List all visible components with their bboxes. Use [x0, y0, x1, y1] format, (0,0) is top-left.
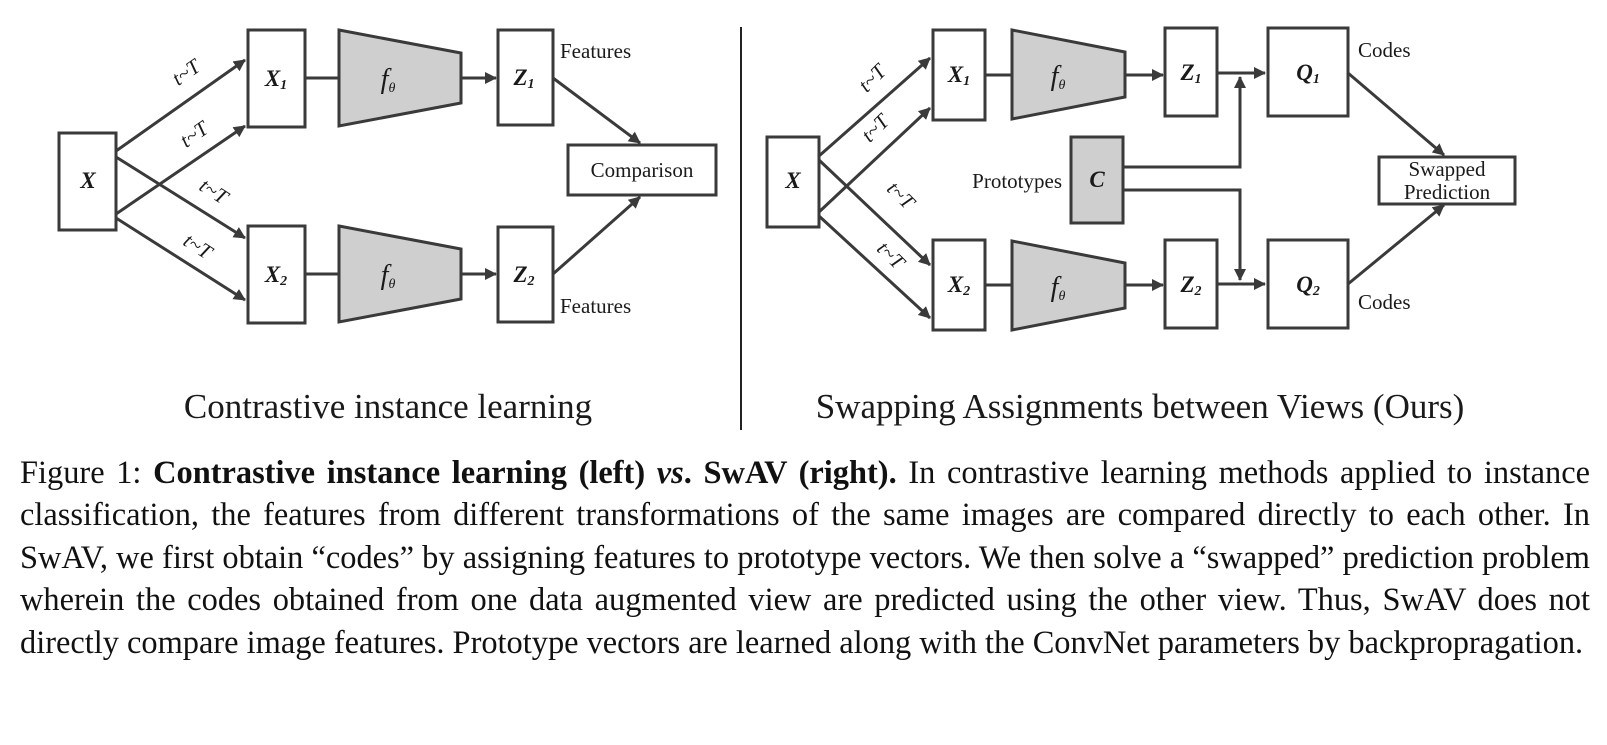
- swapped-prediction-label-line-1: Swapped: [1409, 157, 1486, 181]
- prototypes-label: Prototypes: [972, 169, 1062, 193]
- swapped-prediction-node: Swapped Prediction: [1377, 155, 1517, 206]
- svg-text:Z2: Z2: [1179, 272, 1201, 299]
- caption-bold-title-2: . SwAV (right).: [683, 455, 897, 491]
- left-arrow-x-to-x1-a: [115, 58, 246, 153]
- right-transform-label-1: t~T: [853, 58, 891, 96]
- right-arrow-q1-swapped: [1347, 71, 1445, 157]
- left-features-label-top: Features: [560, 39, 631, 63]
- comparison-label: Comparison: [591, 158, 694, 182]
- caption-bold-title-1: Contrastive instance learning (left): [153, 455, 657, 491]
- caption-prefix: Figure 1:: [20, 455, 154, 491]
- svg-text:X2: X2: [264, 262, 287, 289]
- left-panel-title: Contrastive instance learning: [184, 387, 592, 426]
- left-arrow-x-to-x2-b: [115, 216, 246, 302]
- figure-diagram: X t~T t~T t~T t~T X1 X2 fθ fθ: [57, 26, 1517, 430]
- comparison-node: Comparison: [566, 143, 718, 197]
- right-transform-label-3: t~T: [882, 176, 920, 214]
- svg-text:Z1: Z1: [512, 65, 534, 92]
- right-feature-2-node: Z2: [1163, 238, 1219, 330]
- svg-text:Z1: Z1: [1179, 60, 1201, 87]
- left-arrow-x-to-x1-b: [115, 124, 246, 216]
- code-1-node: Q1: [1266, 26, 1350, 118]
- svg-text:fθ: fθ: [381, 260, 396, 292]
- swapped-prediction-label-line-2: Prediction: [1404, 180, 1491, 204]
- prototypes-node: C: [1069, 135, 1125, 225]
- right-encoder-2: fθ: [1010, 239, 1127, 332]
- code-2-node: Q2: [1266, 238, 1350, 330]
- svg-text:X2: X2: [947, 272, 970, 299]
- right-panel-title: Swapping Assignments between Views (Ours…: [816, 387, 1465, 426]
- codes-label-bottom: Codes: [1358, 290, 1411, 314]
- figure-caption: Figure 1: Contrastive instance learning …: [20, 452, 1590, 664]
- svg-text:fθ: fθ: [1051, 61, 1066, 93]
- right-panel: X t~T t~T t~T t~T X1 X2 fθ fθ: [765, 26, 1517, 426]
- prototypes-arrow-down: [1123, 188, 1246, 281]
- right-view-2-node: X2: [931, 238, 987, 332]
- left-transform-label-1: t~T: [167, 53, 206, 90]
- right-view-1-node: X1: [931, 28, 987, 122]
- left-transform-label-4: t~T: [179, 228, 217, 265]
- left-feature-1-node: Z1: [496, 28, 555, 127]
- prototypes-symbol: C: [1089, 167, 1105, 192]
- right-transform-label-2: t~T: [856, 108, 894, 146]
- left-features-label-bottom: Features: [560, 294, 631, 318]
- right-input-node: X: [765, 135, 821, 229]
- prototypes-arrow-up: [1123, 76, 1246, 169]
- right-arrow-x-to-x2-b: [817, 214, 932, 320]
- left-arrow-z1-comparison: [552, 76, 641, 145]
- svg-text:Q1: Q1: [1296, 60, 1320, 87]
- caption-body: In contrastive learning methods applied …: [20, 455, 1591, 661]
- svg-text:X1: X1: [947, 62, 970, 89]
- left-arrow-x-to-x2-a: [115, 155, 246, 240]
- caption-bold-italic-vs: vs: [656, 455, 684, 491]
- figure: X t~T t~T t~T t~T X1 X2 fθ fθ: [57, 26, 1517, 430]
- left-encoder-1: fθ: [337, 28, 463, 128]
- left-input-node: X: [57, 131, 118, 232]
- codes-label-top: Codes: [1358, 38, 1411, 62]
- svg-text:fθ: fθ: [381, 64, 396, 96]
- left-transform-label-2: t~T: [175, 115, 214, 152]
- left-panel: X t~T t~T t~T t~T X1 X2 fθ fθ: [57, 28, 718, 426]
- left-feature-2-node: Z2: [496, 225, 555, 324]
- right-arrow-x-to-x1-a: [818, 56, 931, 158]
- left-view-1-node: X1: [246, 28, 307, 129]
- right-input-label: X: [784, 168, 801, 193]
- svg-text:Q2: Q2: [1296, 272, 1320, 299]
- left-arrow-z2-comparison: [552, 195, 641, 276]
- right-encoder-1: fθ: [1010, 28, 1127, 121]
- left-encoder-2: fθ: [337, 224, 463, 324]
- svg-text:X1: X1: [264, 66, 287, 93]
- right-arrow-x-to-x2-a: [817, 158, 932, 267]
- left-view-2-node: X2: [246, 224, 307, 325]
- svg-text:Z2: Z2: [512, 262, 534, 289]
- right-arrow-q2-swapped: [1347, 203, 1445, 286]
- left-transform-label-3: t~T: [195, 173, 233, 210]
- right-feature-1-node: Z1: [1163, 26, 1219, 118]
- svg-text:fθ: fθ: [1051, 272, 1066, 304]
- left-input-label: X: [79, 168, 96, 193]
- right-arrow-x-to-x1-b: [817, 106, 932, 214]
